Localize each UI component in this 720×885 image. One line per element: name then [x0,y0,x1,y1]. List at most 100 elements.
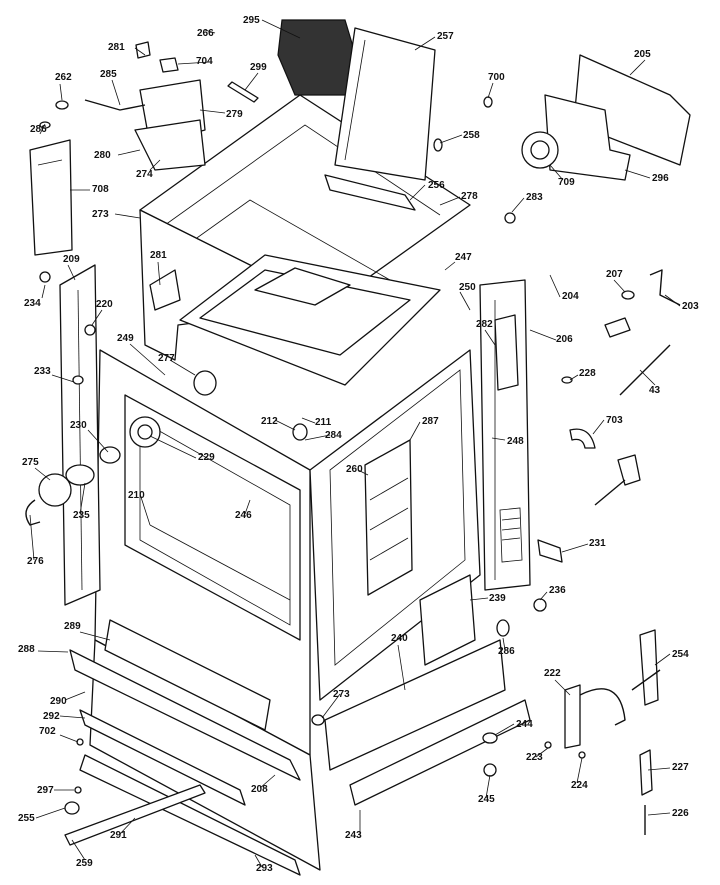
label-297: 297 [37,785,54,796]
label-262: 262 [55,72,72,83]
label-708: 708 [92,184,109,195]
label-230: 230 [70,420,87,431]
leader-line [59,83,63,101]
leader-line [444,261,456,271]
label-249: 249 [117,333,134,344]
top-right-parts [521,54,691,181]
leader-line [549,274,561,298]
label-258: 258 [463,130,480,141]
leader-line [511,197,525,213]
leader-line [549,164,564,181]
leader-line [654,653,671,666]
leader-line [91,309,103,326]
label-212: 212 [261,416,278,427]
label-206: 206 [556,334,573,345]
leader-line [199,109,226,114]
label-281: 281 [108,42,125,53]
label-703: 703 [606,415,623,426]
leader-line [439,196,461,206]
leader-line [169,359,196,376]
leader-line [149,435,197,459]
leader-line [304,434,331,441]
label-220: 220 [96,299,113,310]
leader-line [59,734,79,743]
leader-line [134,47,146,56]
leader-line [494,723,515,736]
leader-line [67,264,76,281]
leader-line [139,493,151,526]
label-210: 210 [128,490,145,501]
leader-line [561,543,589,553]
leader-line [576,757,583,784]
leader-line [502,637,506,651]
leader-line [409,184,426,201]
leader-line [301,417,316,424]
label-231: 231 [589,538,606,549]
label-226: 226 [672,808,689,819]
leader-line [439,134,463,144]
leader-line [487,82,494,99]
top-center-parts [277,19,516,224]
leader-line [491,437,506,441]
leader-line [485,774,491,799]
label-273: 273 [92,209,109,220]
leader-line [177,61,211,65]
label-266: 266 [197,28,214,39]
leader-line [157,261,161,286]
label-273b: 273 [333,689,350,700]
label-234: 234 [24,298,41,309]
right-side-parts [494,269,681,612]
label-227: 227 [672,762,689,773]
leader-lines [29,19,681,868]
leader-line [35,807,66,819]
label-700: 700 [488,72,505,83]
label-283: 283 [526,192,543,203]
leader-line [414,36,436,51]
leader-line [51,374,75,383]
label-211: 211 [315,417,332,428]
label-250: 250 [459,282,476,293]
label-286b: 286 [498,646,515,657]
leader-line [204,29,216,34]
bottom-right-parts [482,619,661,835]
label-207: 207 [606,269,623,280]
leader-line [34,467,51,481]
label-228: 228 [579,368,596,379]
leader-line [321,693,341,719]
label-233: 233 [34,366,51,377]
leader-line [484,329,496,346]
label-223: 223 [526,752,543,763]
leader-line [535,747,549,758]
leader-line [529,329,557,341]
leader-line [613,279,626,293]
label-260: 260 [346,464,363,475]
label-282: 282 [476,319,493,330]
label-204: 204 [562,291,579,302]
bottom-left-parts [64,423,325,846]
label-256: 256 [428,180,445,191]
leader-line [59,715,86,719]
label-243: 243 [345,830,362,841]
leader-line [259,774,276,789]
label-278: 278 [461,191,478,202]
leader-line [117,149,141,156]
leader-line [459,291,471,311]
label-295: 295 [243,15,260,26]
leader-line [469,597,489,601]
leader-line [647,812,671,816]
label-247: 247 [455,252,472,263]
label-279: 279 [226,109,243,120]
label-255: 255 [18,813,35,824]
leader-line [41,284,46,299]
label-709: 709 [558,177,575,188]
label-240: 240 [391,633,408,644]
leader-line [79,482,86,515]
label-702: 702 [39,726,56,737]
leader-line [647,767,671,771]
leader-line [244,72,259,91]
leader-line [554,679,571,696]
label-275: 275 [22,457,39,468]
label-291: 291 [110,830,127,841]
leader-line [119,817,136,835]
